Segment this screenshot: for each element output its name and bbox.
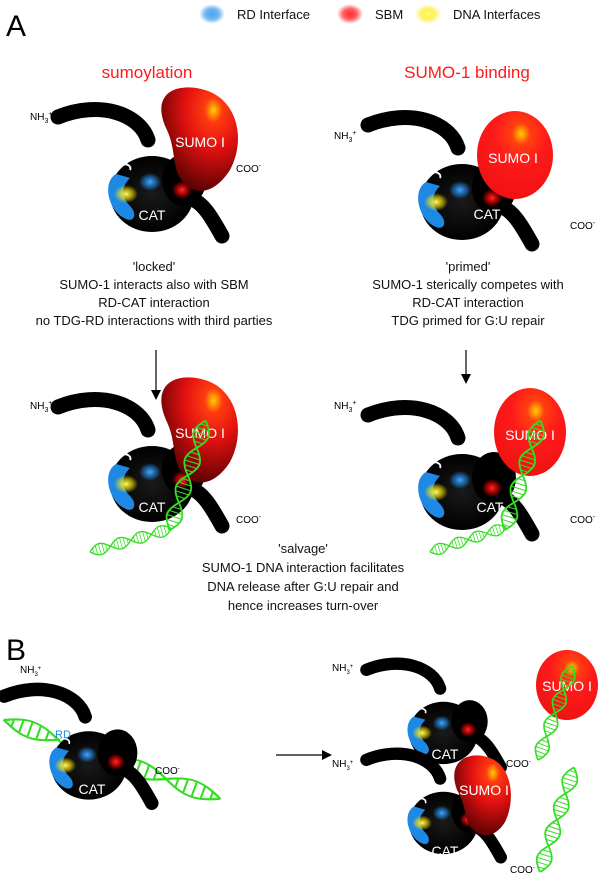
svg-text:DNA release after G:U repair a: DNA release after G:U repair and xyxy=(207,579,398,594)
tdg-dna-complex: RD CAT NH3+ COO- xyxy=(0,665,225,807)
svg-text:'salvage': 'salvage' xyxy=(278,541,328,556)
arrow-right xyxy=(276,750,332,760)
cat-label: CAT xyxy=(477,499,504,515)
caption-locked: 'locked' SUMO-1 interacts also with SBM … xyxy=(36,259,273,328)
n-terminus-label: NH3+ xyxy=(334,400,356,414)
tdg-released-bottom: SUMO I CAT NH3+ COO- xyxy=(332,754,583,876)
arrow-down-left xyxy=(151,350,161,400)
c-terminus-label: COO- xyxy=(506,759,531,770)
arrow-down-right xyxy=(461,350,471,384)
svg-text:no TDG-RD interactions with th: no TDG-RD interactions with third partie… xyxy=(36,313,273,328)
n-terminus-label: NH3+ xyxy=(20,665,42,678)
cat-label: CAT xyxy=(474,206,501,222)
c-terminus-label: COO- xyxy=(510,865,535,876)
n-terminus-label: NH3+ xyxy=(332,663,354,676)
c-terminus-label: COO- xyxy=(570,220,596,232)
title-sumoylation: sumoylation xyxy=(102,63,193,82)
legend-label-rd: RD Interface xyxy=(237,7,310,22)
dna-helix xyxy=(531,764,583,876)
cat-label: CAT xyxy=(79,781,106,797)
c-terminus-label: COO- xyxy=(236,514,262,526)
tdg-sumoylated-dna: SUMO I CAT NH3+ COO- xyxy=(30,377,262,559)
title-sumo1-binding: SUMO-1 binding xyxy=(404,63,530,82)
sumo-label: SUMO I xyxy=(488,150,538,166)
cat-label: CAT xyxy=(139,499,166,515)
svg-text:SUMO-1 interacts also with SBM: SUMO-1 interacts also with SBM xyxy=(59,277,248,292)
legend-swatch-dna xyxy=(415,4,441,24)
sumo-label: SUMO I xyxy=(175,134,225,150)
svg-text:'primed': 'primed' xyxy=(446,259,491,274)
sumo1-domain xyxy=(161,377,238,483)
tdg-sumoylated-locked: SUMO I CAT NH3+ COO- xyxy=(30,87,262,236)
legend-label-sbm: SBM xyxy=(375,7,403,22)
legend: RD Interface SBM DNA Interfaces xyxy=(199,4,541,24)
n-terminus-label: NH3+ xyxy=(334,130,356,144)
caption-salvage: 'salvage' SUMO-1 DNA interaction facilit… xyxy=(202,541,405,613)
caption-primed: 'primed' SUMO-1 sterically competes with… xyxy=(372,259,563,328)
sumo1-domain xyxy=(454,755,511,836)
svg-text:hence increases turn-over: hence increases turn-over xyxy=(228,598,379,613)
svg-text:RD-CAT interaction: RD-CAT interaction xyxy=(412,295,524,310)
c-terminus-label: COO- xyxy=(155,766,180,777)
legend-label-dna: DNA Interfaces xyxy=(453,7,541,22)
n-terminus-label: NH3+ xyxy=(30,400,52,414)
cat-label: CAT xyxy=(432,746,459,762)
svg-text:TDG primed for G:U repair: TDG primed for G:U repair xyxy=(391,313,545,328)
cat-label: CAT xyxy=(139,207,166,223)
rd-label: RD xyxy=(55,729,71,741)
panel-label-a: A xyxy=(6,10,26,43)
n-terminus-label: NH3+ xyxy=(30,111,52,125)
legend-swatch-rd xyxy=(199,4,225,24)
sumo1-domain xyxy=(477,111,553,199)
svg-text:SUMO-1 DNA interaction facilit: SUMO-1 DNA interaction facilitates xyxy=(202,560,405,575)
legend-swatch-sbm xyxy=(337,4,363,24)
c-terminus-label: COO- xyxy=(236,163,262,175)
tdg-sumo-bound-primed: SUMO I CAT NH3+ COO- xyxy=(334,111,596,244)
svg-text:RD-CAT interaction: RD-CAT interaction xyxy=(98,295,210,310)
c-terminus-label: COO- xyxy=(570,514,596,526)
sumo-label: SUMO I xyxy=(542,678,592,694)
tdg-released-top: CAT NH3+ COO- xyxy=(332,663,531,770)
svg-text:'locked': 'locked' xyxy=(133,259,176,274)
panel-label-b: B xyxy=(6,634,26,667)
sumo-dna-complex: SUMO I xyxy=(530,650,598,764)
cat-label: CAT xyxy=(432,843,459,859)
sumo1-domain xyxy=(161,87,238,191)
n-terminus-label: NH3+ xyxy=(332,759,354,772)
sumo-label: SUMO I xyxy=(459,782,509,798)
tdg-sumo-bound-dna: SUMO I CAT NH3+ COO- xyxy=(334,388,596,558)
svg-text:SUMO-1 sterically competes wit: SUMO-1 sterically competes with xyxy=(372,277,563,292)
